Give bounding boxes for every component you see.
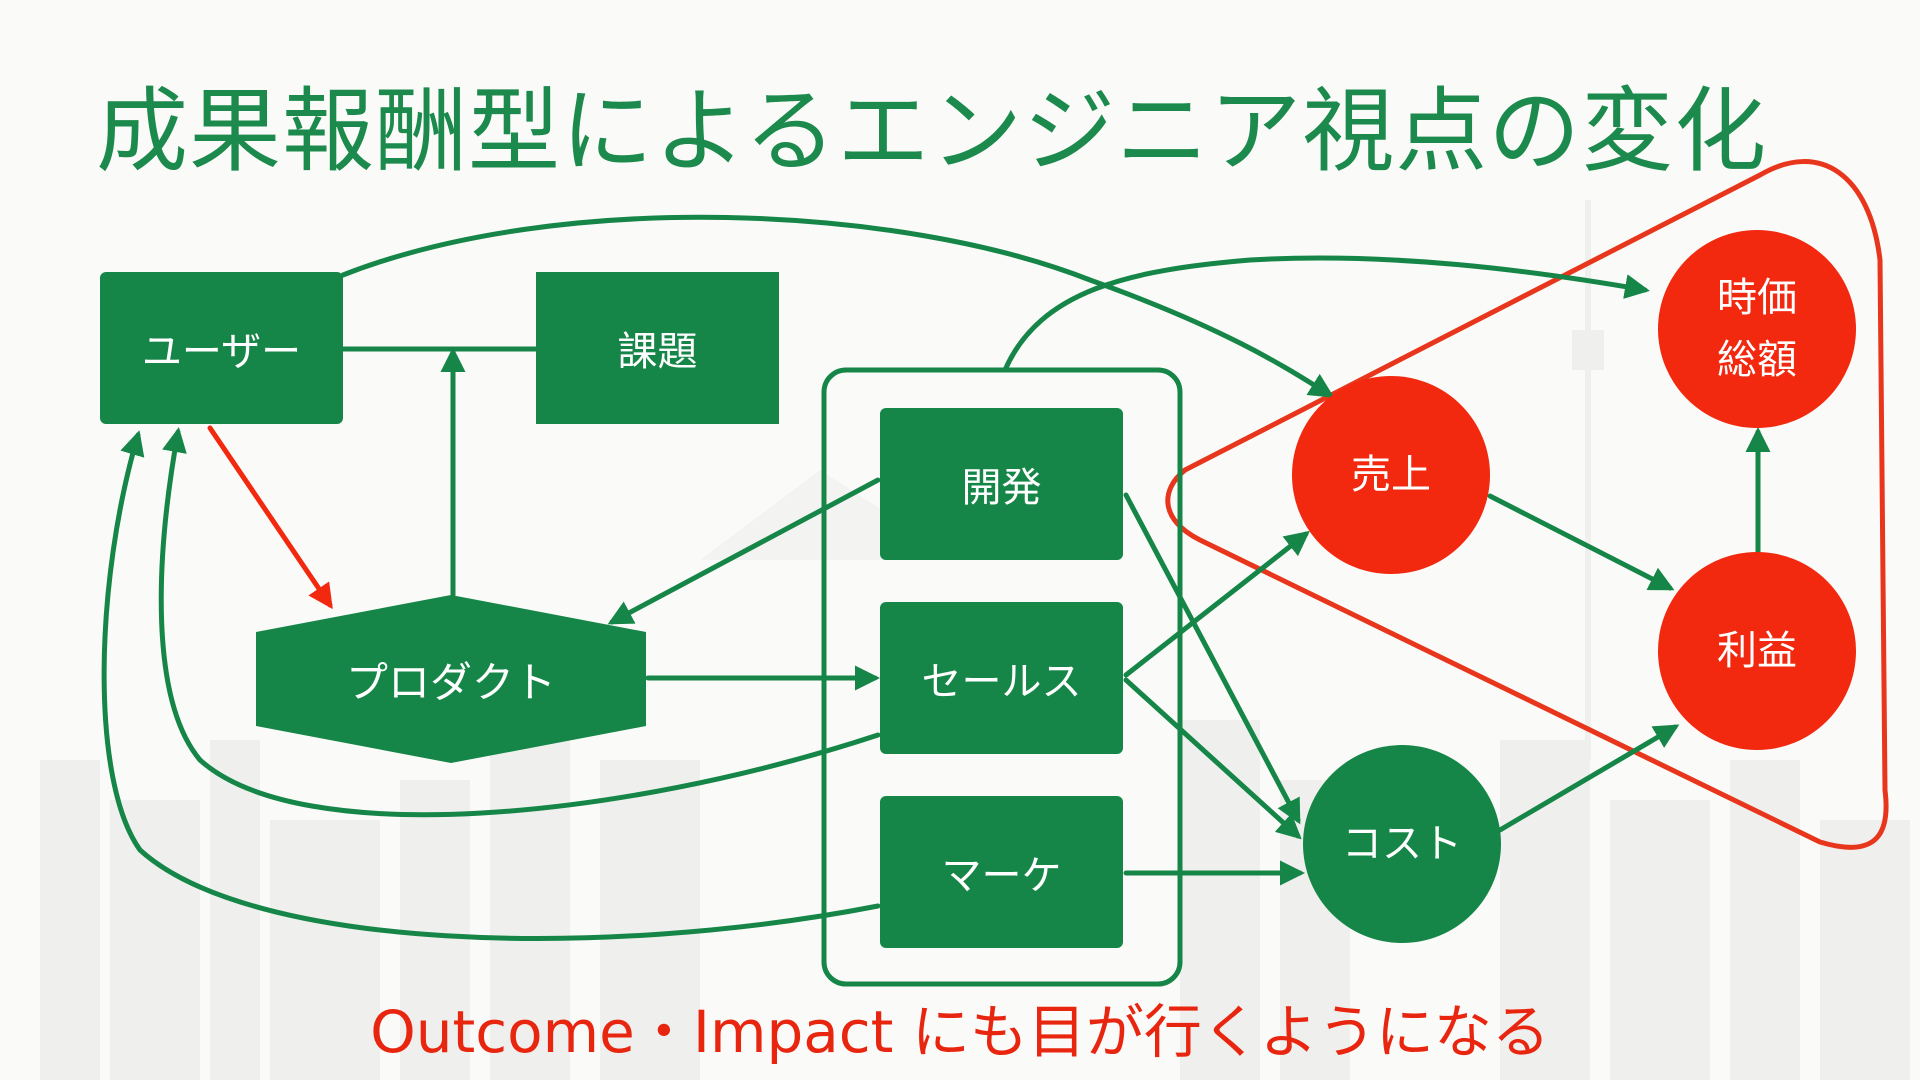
profit-label: 利益 <box>1717 628 1797 674</box>
market-cap-label-line1: 時価 <box>1717 275 1797 321</box>
market-cap-node: 時価 総額 <box>1658 230 1856 428</box>
dev-label: 開発 <box>961 465 1042 511</box>
revenue-node: 売上 <box>1292 376 1490 574</box>
revenue-label: 売上 <box>1351 452 1431 498</box>
profit-node: 利益 <box>1658 552 1856 750</box>
market-cap-label-line2: 総額 <box>1717 337 1797 383</box>
issue-label: 課題 <box>617 329 698 375</box>
cost-node: コスト <box>1303 745 1501 943</box>
sales-label: セールス <box>921 659 1082 705</box>
cost-label: コスト <box>1342 821 1462 867</box>
user-label: ユーザー <box>141 329 302 375</box>
dev-node: 開発 <box>880 408 1123 560</box>
sales-node: セールス <box>880 602 1123 754</box>
marketing-node: マーケ <box>880 796 1123 948</box>
summary-caption: Outcome・Impact にも目が行くようになる <box>370 998 1550 1066</box>
user-node: ユーザー <box>100 272 343 424</box>
issue-node: 課題 <box>536 272 779 424</box>
marketing-label: マーケ <box>941 853 1062 899</box>
product-label: プロダクト <box>345 657 556 707</box>
product-node: プロダクト <box>256 595 646 763</box>
page-title: 成果報酬型によるエンジニア視点の変化 <box>96 78 1768 185</box>
